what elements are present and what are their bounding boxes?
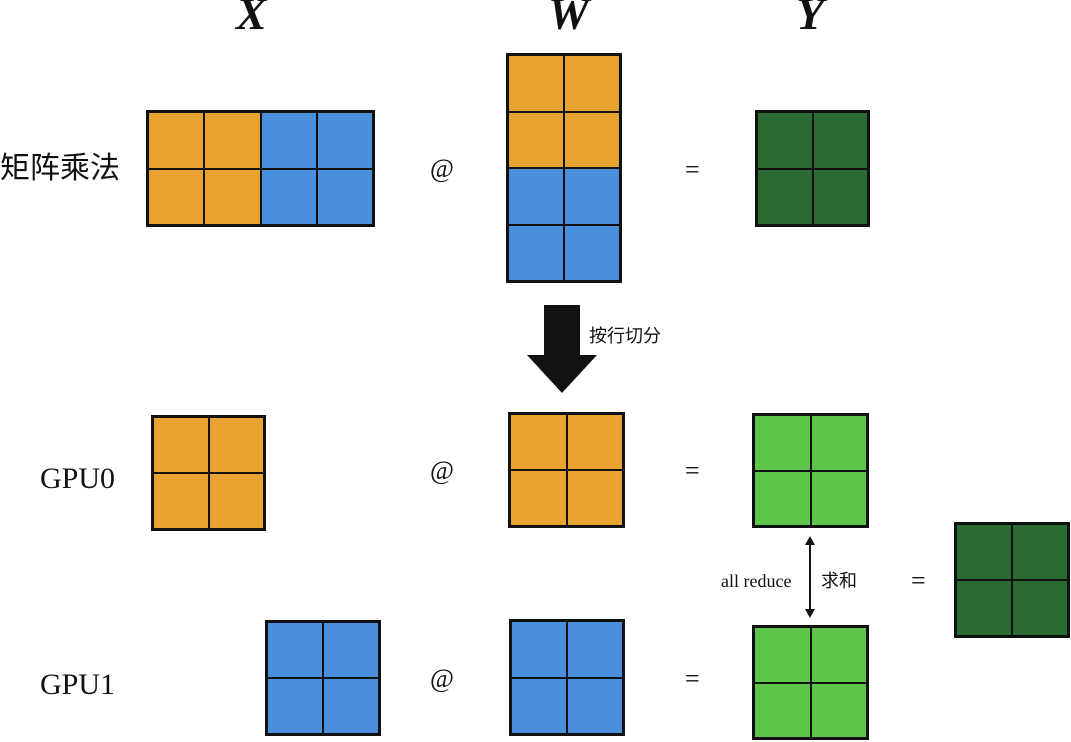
matrix-cell xyxy=(754,415,811,471)
matrix-cell xyxy=(956,580,1012,636)
row-label-matrix-multiply: 矩阵乘法 xyxy=(0,152,120,185)
column-header-y: Y xyxy=(796,0,825,39)
row-label-gpu0: GPU0 xyxy=(40,462,116,495)
matrix-x-gpu0 xyxy=(151,415,266,531)
matrix-cell xyxy=(567,621,623,678)
double-arrow-head-down xyxy=(805,609,815,618)
matrix-cell xyxy=(810,415,867,471)
matrix-cell xyxy=(316,168,373,225)
matrix-cell xyxy=(757,168,813,225)
matrix-cell xyxy=(511,677,567,734)
equals-operator-gpu0: = xyxy=(685,456,700,485)
matrix-cell xyxy=(810,682,867,738)
matrix-cell xyxy=(564,224,620,281)
sum-label: 求和 xyxy=(821,571,857,591)
matrix-cell xyxy=(754,627,811,683)
matrix-cell xyxy=(564,111,620,168)
matrix-cell xyxy=(204,168,261,225)
matrix-cell xyxy=(754,470,811,526)
matrix-cell xyxy=(1012,580,1068,636)
matrix-cell xyxy=(564,55,620,112)
matrix-cell xyxy=(810,627,867,683)
column-header-w: W xyxy=(548,0,589,39)
matrix-cell xyxy=(564,168,620,225)
matrix-y-gpu1 xyxy=(752,625,869,740)
matmul-operator-full: @ xyxy=(430,154,454,183)
row-label-gpu1: GPU1 xyxy=(40,668,116,701)
matrix-cell xyxy=(511,621,567,678)
matrix-cell xyxy=(204,112,261,169)
matrix-cell xyxy=(148,112,205,169)
matrix-cell xyxy=(323,678,379,734)
matrix-cell xyxy=(260,112,317,169)
all-reduce-label: all reduce xyxy=(721,571,792,591)
column-header-x: X xyxy=(236,0,267,39)
split-by-row-label: 按行切分 xyxy=(589,326,661,346)
matrix-cell xyxy=(754,682,811,738)
double-arrow-head-up xyxy=(805,536,815,545)
matrix-cell xyxy=(148,168,205,225)
matrix-cell xyxy=(812,168,868,225)
matrix-cell xyxy=(323,622,379,678)
matrix-cell xyxy=(812,112,868,169)
down-arrow-icon xyxy=(527,305,597,393)
matrix-x-full xyxy=(146,110,375,227)
matrix-w-full xyxy=(506,53,622,283)
matrix-y-full xyxy=(755,110,870,227)
matrix-cell xyxy=(510,414,567,470)
matrix-x-gpu1 xyxy=(265,620,381,736)
matrix-cell xyxy=(267,622,323,678)
matrix-cell xyxy=(153,473,209,529)
equals-operator-gpu1: = xyxy=(685,664,700,693)
matmul-operator-gpu0: @ xyxy=(430,456,454,485)
matrix-cell xyxy=(1012,524,1068,580)
matrix-cell xyxy=(510,470,567,526)
matrix-w-gpu1 xyxy=(509,619,625,736)
matrix-cell xyxy=(316,112,373,169)
matrix-cell xyxy=(757,112,813,169)
matmul-operator-gpu1: @ xyxy=(430,664,454,693)
matrix-cell xyxy=(810,470,867,526)
equals-operator-full: = xyxy=(685,155,700,184)
matrix-cell xyxy=(153,417,209,473)
matrix-cell xyxy=(567,677,623,734)
matrix-cell xyxy=(267,678,323,734)
matrix-y-gpu0 xyxy=(752,413,869,528)
matrix-cell xyxy=(566,414,623,470)
matrix-y-reduced xyxy=(954,522,1070,638)
matrix-cell xyxy=(566,470,623,526)
matrix-cell xyxy=(508,55,564,112)
matrix-cell xyxy=(508,111,564,168)
matrix-cell xyxy=(956,524,1012,580)
matrix-w-gpu0 xyxy=(508,412,625,528)
down-arrow-shape xyxy=(527,305,597,393)
matrix-cell xyxy=(508,224,564,281)
double-arrow-icon xyxy=(805,536,815,618)
matrix-cell xyxy=(208,473,264,529)
equals-operator-reduced: = xyxy=(911,566,926,595)
matrix-cell xyxy=(208,417,264,473)
matrix-cell xyxy=(260,168,317,225)
matrix-cell xyxy=(508,168,564,225)
